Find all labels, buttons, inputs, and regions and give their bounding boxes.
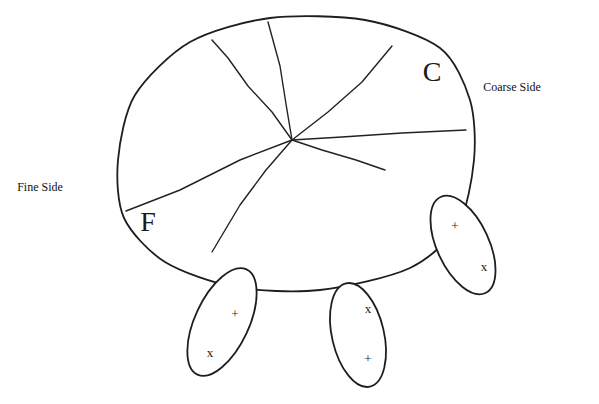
grain-mark: + bbox=[451, 219, 458, 232]
outline-shape bbox=[313, 270, 403, 400]
grain-mark: x bbox=[481, 260, 488, 273]
crack-line bbox=[292, 140, 385, 170]
stone-outline-path bbox=[117, 16, 474, 291]
lobe-oval-path bbox=[417, 186, 509, 304]
outline-shape bbox=[110, 10, 482, 300]
stone-outline: CF bbox=[110, 10, 482, 300]
crack-line bbox=[126, 140, 292, 211]
crack-line bbox=[292, 130, 466, 140]
crack-line bbox=[212, 40, 292, 140]
side-label: Coarse Side bbox=[483, 81, 541, 93]
lobe-oval-path bbox=[321, 278, 396, 393]
outline-shape bbox=[418, 180, 508, 310]
outline-shape bbox=[177, 257, 267, 387]
crack-line bbox=[268, 22, 292, 140]
crack-line bbox=[292, 46, 392, 140]
side-label: Fine Side bbox=[17, 181, 63, 193]
grain-mark: + bbox=[231, 307, 238, 320]
grain-mark: + bbox=[364, 352, 371, 365]
crack-line bbox=[212, 140, 292, 252]
lobe-oval: +x bbox=[177, 257, 267, 387]
lobe-oval-path bbox=[173, 258, 271, 386]
side-letter: C bbox=[423, 58, 442, 86]
grain-mark: x bbox=[207, 346, 214, 359]
lobe-oval: x+ bbox=[313, 270, 403, 400]
grain-mark: x bbox=[365, 302, 372, 315]
side-letter: F bbox=[140, 208, 156, 236]
lobe-oval: +x bbox=[418, 180, 508, 310]
